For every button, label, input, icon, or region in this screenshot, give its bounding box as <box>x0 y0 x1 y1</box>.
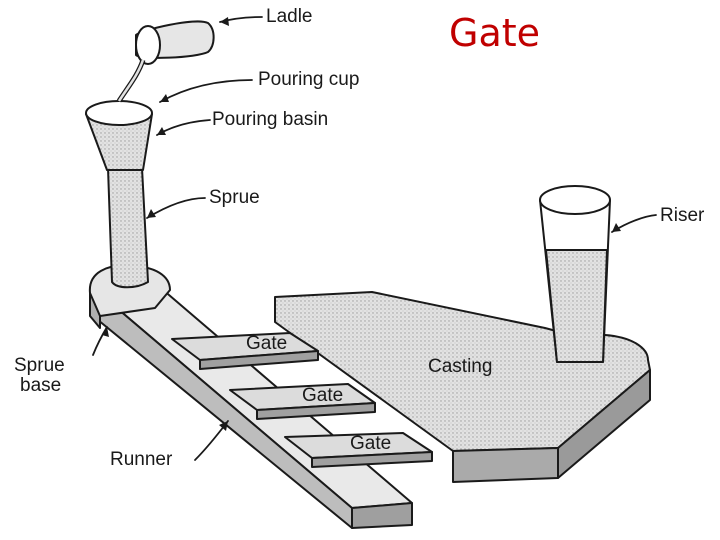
sprue-base-label-line1: Sprue <box>14 355 65 376</box>
ladle-mouth <box>135 25 161 65</box>
gate-1-shape-front <box>199 350 319 370</box>
gate-1-label: Gate <box>246 333 288 354</box>
casting-label: Casting <box>428 356 493 377</box>
runner-label: Runner <box>110 449 173 470</box>
sprue-base-side <box>89 292 101 329</box>
pouring-cup-leader <box>159 79 253 103</box>
pouring-cup-label: Pouring cup <box>258 69 360 90</box>
sprue-label: Sprue <box>209 187 260 208</box>
riser-top <box>539 185 611 215</box>
casting-side <box>557 369 651 479</box>
runner-end <box>351 502 413 529</box>
sprue-base-label-line2: base <box>20 375 62 396</box>
pouring-cup-rim <box>85 100 153 126</box>
casting-front <box>452 447 559 483</box>
riser-label: Riser <box>660 205 705 226</box>
gate-2-label: Gate <box>302 385 344 406</box>
gate-3-label: Gate <box>350 433 392 454</box>
riser-fill <box>545 249 608 363</box>
sprue-leader <box>146 197 206 219</box>
gate-2-shape-front <box>256 402 376 420</box>
sprue-body <box>107 167 149 289</box>
ladle-label: Ladle <box>266 6 313 27</box>
diagram-title: Gate <box>449 11 541 55</box>
pouring-basin-label: Pouring basin <box>212 109 329 130</box>
pouring-basin-leader <box>156 119 211 136</box>
gate-3-shape-front <box>311 451 433 468</box>
